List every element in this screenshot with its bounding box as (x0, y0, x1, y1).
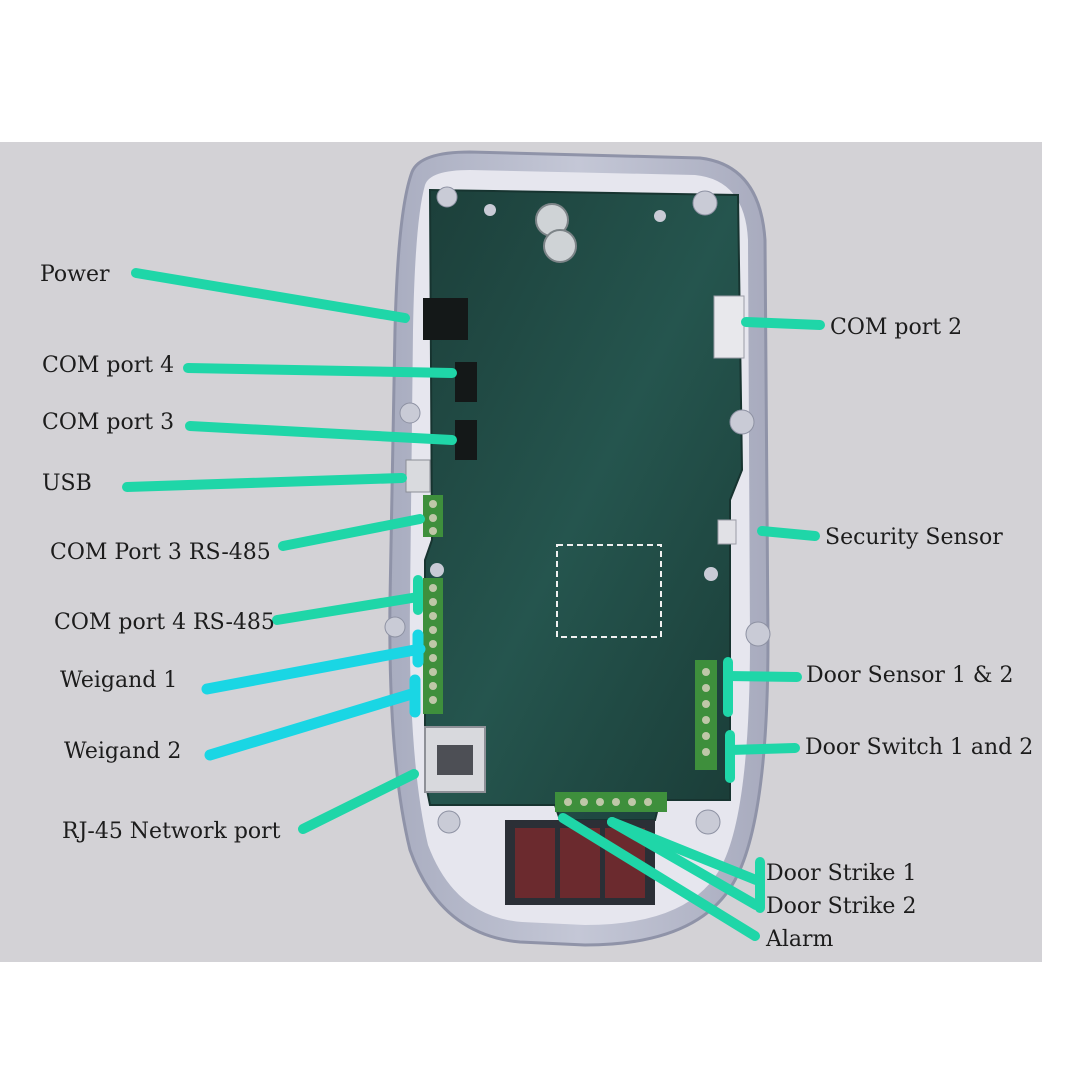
relay-1 (515, 828, 555, 898)
pcb-board (424, 188, 744, 821)
label-com-port-4-rs485: COM port 4 RS-485 (54, 610, 275, 635)
label-door-switch: Door Switch 1 and 2 (805, 735, 1033, 760)
label-weigand-1: Weigand 1 (60, 668, 177, 693)
screw-boss (729, 409, 755, 435)
label-alarm: Alarm (765, 927, 834, 952)
rj45-opening (437, 745, 473, 775)
module-outline (556, 544, 662, 638)
usb-connector (405, 459, 431, 493)
mount-hole (704, 567, 718, 581)
label-security-sensor: Security Sensor (825, 525, 1003, 550)
security-sensor-connector (717, 519, 737, 545)
terminal-door-strike (555, 792, 667, 812)
rj45-jack (424, 726, 486, 793)
screw-boss (384, 616, 406, 638)
label-door-strike-1: Door Strike 1 (766, 861, 916, 886)
label-rj45-network-port: RJ-45 Network port (62, 819, 281, 844)
screw-boss (437, 810, 461, 834)
capacitor-2 (543, 229, 577, 263)
terminal-door-sensor-switch (695, 660, 717, 770)
screw-boss (695, 809, 721, 835)
screw-boss (692, 190, 718, 216)
label-door-strike-2: Door Strike 2 (766, 894, 916, 919)
label-door-sensor: Door Sensor 1 & 2 (806, 663, 1014, 688)
label-com-port-3-rs485: COM Port 3 RS-485 (50, 540, 271, 565)
mount-hole (654, 210, 666, 222)
screw-boss (436, 186, 458, 208)
screw-boss (399, 402, 421, 424)
label-com-port-3: COM port 3 (42, 410, 174, 435)
com4-header (455, 362, 477, 402)
com3-header (455, 420, 477, 460)
mount-hole (484, 204, 496, 216)
mount-hole (430, 563, 444, 577)
label-com-port-4: COM port 4 (42, 353, 174, 378)
label-power: Power (40, 262, 110, 287)
label-com-port-2: COM port 2 (830, 315, 962, 340)
label-weigand-2: Weigand 2 (64, 739, 181, 764)
leader-lines-cyan (201, 629, 426, 761)
terminal-screws (429, 500, 710, 806)
com2-connector (713, 295, 745, 359)
leader-lines-green (122, 268, 825, 941)
label-usb: USB (42, 471, 92, 496)
screw-boss (745, 621, 771, 647)
power-jack (423, 298, 468, 340)
